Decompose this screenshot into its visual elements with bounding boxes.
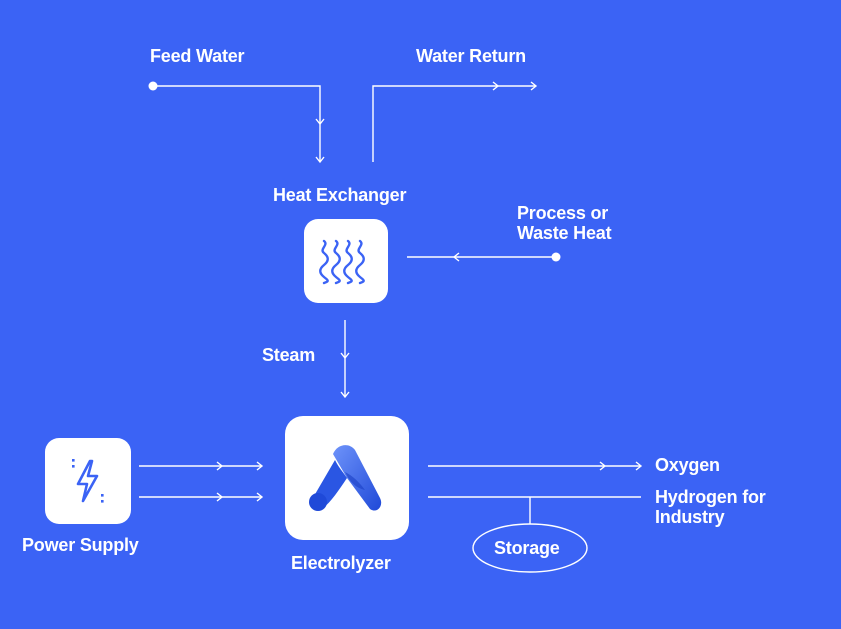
steam-label: Steam [262,345,316,365]
power-supply-label: Power Supply [22,535,139,555]
waste-heat-connector [407,252,561,262]
power-supply-box [45,438,131,524]
power-connector [139,461,264,502]
process-heat-label-line1: Process or [517,203,609,223]
hydrogen-connector [428,496,641,524]
feed-water-label: Feed Water [150,46,245,66]
feed-water-connector [148,81,325,164]
heat-exchanger-box [304,219,388,303]
electrolyzer-label: Electrolyzer [291,553,391,573]
heat-exchanger-label: Heat Exchanger [273,185,407,205]
electrolyzer-box [285,416,409,540]
oxygen-label: Oxygen [655,455,720,475]
hydrogen-label-line1: Hydrogen for [655,487,766,507]
heat-waves-icon [319,239,365,285]
process-heat-label-line2: Waste Heat [517,223,612,243]
lightning-bolt-icon [72,459,104,503]
steam-connector [340,320,350,399]
electrolyzer-logo-icon [309,445,382,511]
water-return-connector [372,81,538,162]
water-return-label: Water Return [416,46,526,66]
hydrogen-label-line2: Industry [655,507,725,527]
oxygen-connector [428,461,643,471]
storage-label: Storage [494,538,560,558]
storage-tank [472,523,588,573]
